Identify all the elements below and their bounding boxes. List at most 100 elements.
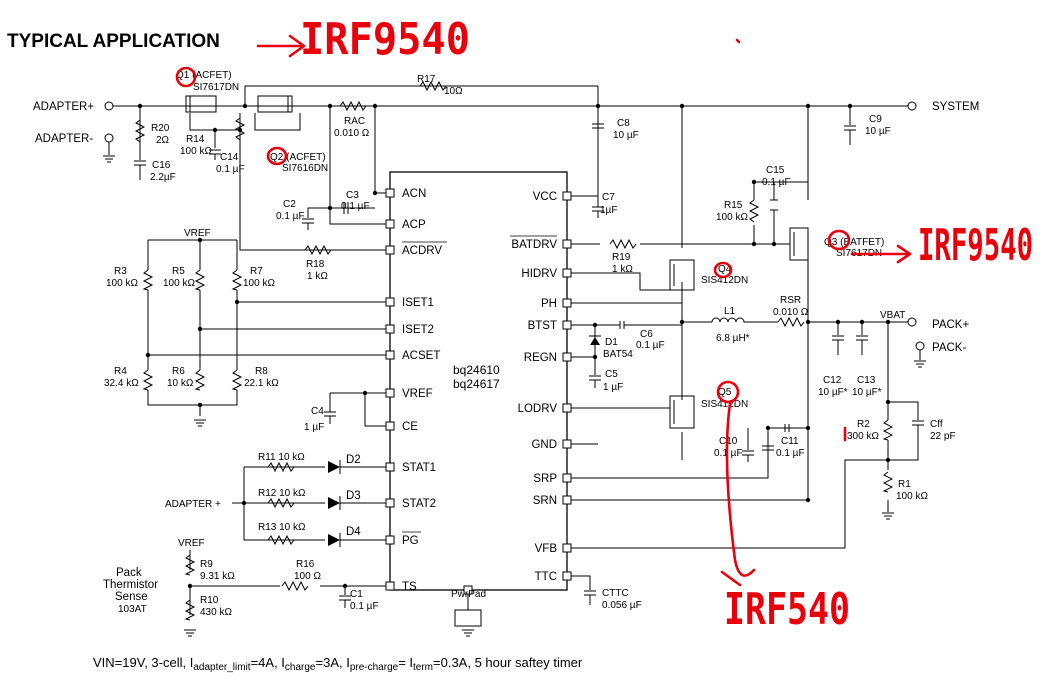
svg-text:TS: TS [402,581,417,593]
svg-text:2Ω: 2Ω [156,135,170,146]
svg-text:STAT2: STAT2 [402,498,436,510]
svg-text:R8: R8 [255,366,268,377]
svg-text:R5: R5 [172,266,185,277]
svg-text:R20: R20 [151,123,170,134]
svg-text:10 µF: 10 µF [865,126,891,137]
svg-text:D2: D2 [346,454,361,466]
svg-text:VFB: VFB [535,543,558,555]
svg-text:bq24610: bq24610 [453,363,500,377]
svg-text:RAC: RAC [344,116,365,127]
svg-text:0.010 Ω: 0.010 Ω [334,128,370,139]
mosfets [185,95,809,429]
svg-text:C10: C10 [719,436,738,447]
pins-left: ACN ACP ACDRV ISET1 ISET2 ACSET VREF CE … [402,188,447,593]
svg-text:R1: R1 [898,479,911,490]
svg-text:100 kΩ: 100 kΩ [716,212,748,223]
svg-text:1µF: 1µF [600,205,617,216]
svg-text:R10: R10 [200,595,219,606]
svg-text:ACN: ACN [402,188,426,200]
svg-text:ACDRV: ACDRV [402,245,442,257]
svg-text:C2: C2 [283,199,296,210]
svg-text:ISET2: ISET2 [402,324,434,336]
svg-text:C9: C9 [869,114,882,125]
svg-text:C12: C12 [823,375,842,386]
svg-text:10 µF: 10 µF [613,130,639,141]
svg-text:SIS412DN: SIS412DN [701,275,748,286]
svg-text:0.1 µF: 0.1 µF [276,211,305,222]
svg-text:100 kΩ: 100 kΩ [243,278,275,289]
svg-text:Q5: Q5 [718,387,732,398]
svg-text:0.010 Ω: 0.010 Ω [773,307,809,318]
svg-text:Q3 (BATFET): Q3 (BATFET) [824,237,884,248]
svg-text:1 kΩ: 1 kΩ [307,271,328,282]
svg-text:D3: D3 [346,490,361,502]
svg-text:R4: R4 [114,366,127,377]
svg-text:bq24617: bq24617 [453,377,500,391]
svg-text:R7: R7 [250,266,263,277]
svg-text:1 µF: 1 µF [603,382,623,393]
page-title: TYPICAL APPLICATION [7,31,220,52]
chip-pins [385,188,572,595]
svg-text:IRF9540: IRF9540 [300,14,470,65]
svg-text:0.1 µF: 0.1 µF [776,448,805,459]
svg-text:VREF: VREF [178,538,205,549]
svg-text:Sense: Sense [115,591,148,603]
svg-text:0.056 µF: 0.056 µF [602,600,642,611]
svg-text:ADAPTER +: ADAPTER + [165,499,221,510]
component-labels: Q1 (ACFET) SI7617DN Q2 (ACFET) SI7616DN … [104,70,956,618]
svg-text:C8: C8 [617,118,630,129]
svg-text:430 kΩ: 430 kΩ [200,607,232,618]
svg-text:2.2µF: 2.2µF [150,172,176,183]
svg-text:300 kΩ: 300 kΩ [847,431,879,442]
svg-text:PACK+: PACK+ [932,319,969,331]
svg-text:TTC: TTC [535,571,557,583]
net-labels: ADAPTER+ ADAPTER- SYSTEM PACK+ PACK- VBA… [33,101,979,615]
svg-text:L1: L1 [724,306,736,317]
svg-text:R3: R3 [114,266,127,277]
svg-text:ADAPTER-: ADAPTER- [35,133,93,145]
red-annotations: IRF9540 IRF9540 IRF540 [175,14,1033,635]
svg-text:PH: PH [541,298,557,310]
svg-text:ISET1: ISET1 [402,297,434,309]
svg-text:PwrPad: PwrPad [451,589,486,600]
svg-text:C3: C3 [346,190,359,201]
svg-text:SRP: SRP [533,473,557,485]
svg-text:100 kΩ: 100 kΩ [163,278,195,289]
svg-text:22 pF: 22 pF [930,431,956,442]
svg-text:SI7617DN: SI7617DN [193,82,239,93]
svg-text:22.1 kΩ: 22.1 kΩ [244,378,279,389]
svg-text:CE: CE [402,421,418,433]
svg-text:Thermistor: Thermistor [103,579,158,591]
svg-text:HIDRV: HIDRV [521,268,557,280]
svg-text:IRF540: IRF540 [724,584,850,635]
svg-text:C6: C6 [640,329,653,340]
svg-text:STAT1: STAT1 [402,462,436,474]
svg-text:GND: GND [531,439,557,451]
footnote: VIN=19V, 3-cell, Iadapter_limit=4A, Icha… [93,655,583,673]
svg-text:1 µF: 1 µF [304,422,324,433]
svg-text:Pack: Pack [116,567,142,579]
svg-text:SIS412DN: SIS412DN [701,399,748,410]
svg-text:ADAPTER+: ADAPTER+ [33,101,94,113]
svg-text:0.1 µF: 0.1 µF [636,340,665,351]
svg-text:VREF: VREF [402,388,433,400]
svg-text:ACP: ACP [402,219,426,231]
pwrpad-ground [454,609,482,637]
svg-text:10Ω: 10Ω [444,86,463,97]
terminals [102,101,927,368]
svg-text:PG: PG [402,535,419,547]
svg-text:ACSET: ACSET [402,350,440,362]
svg-text:103AT: 103AT [118,604,147,615]
svg-text:Q4: Q4 [718,264,732,275]
svg-text:10 µF*: 10 µF* [818,387,848,398]
svg-text:SRN: SRN [533,495,557,507]
svg-text:0.1 µF: 0.1 µF [714,448,743,459]
svg-text:100 kΩ: 100 kΩ [106,278,138,289]
svg-text:R14: R14 [186,134,205,145]
svg-text:C4: C4 [311,406,324,417]
svg-text:BATDRV: BATDRV [511,239,557,251]
svg-text:R17: R17 [417,74,436,85]
svg-text:LODRV: LODRV [518,403,558,415]
svg-text:10 µF*: 10 µF* [852,387,882,398]
